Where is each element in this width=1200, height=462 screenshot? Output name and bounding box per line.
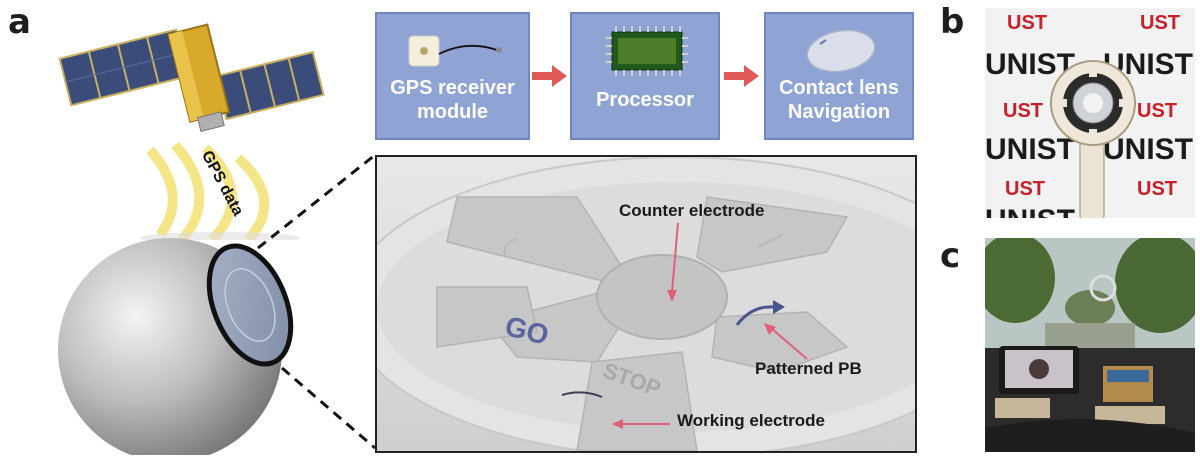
counter-electrode-shape — [596, 254, 728, 340]
counter-electrode-label: Counter electrode — [619, 201, 765, 220]
panel-label-c: c — [940, 236, 961, 276]
ust-logo-3: UST — [1003, 100, 1043, 122]
eyeball-illustration — [58, 238, 294, 455]
processor-box: Processor — [570, 12, 720, 140]
ust-logo-2: UST — [1140, 12, 1180, 34]
contact-lens-icon — [806, 29, 876, 73]
photo-b-lens-holder: UST UST UNIST UNIST UST UST UNIST UNIST … — [985, 8, 1195, 218]
unist-logo-2: UNIST — [985, 133, 1075, 166]
contact-lens-navigation-box: Contact lens Navigation — [764, 12, 914, 140]
flow-arrow-2 — [724, 65, 759, 87]
unist-logo-2b: UNIST — [1103, 133, 1193, 166]
gps-receiver-label-line2: module — [416, 101, 489, 123]
gps-receiver-label-line1: GPS receiver — [390, 77, 515, 99]
ust-logo-1: UST — [1007, 12, 1047, 34]
contact-lens-label-line2: Navigation — [787, 101, 891, 123]
patterned-pb-label: Patterned PB — [755, 359, 862, 378]
ust-logo-5: UST — [1005, 178, 1045, 200]
processor-label: Processor — [596, 89, 694, 111]
photo-c-dashboard-test — [985, 238, 1195, 452]
lens-electrode-drawing — [377, 157, 915, 451]
panel-label-b: b — [940, 2, 965, 42]
satellite-body — [167, 23, 231, 132]
ust-logo-4: UST — [1137, 100, 1177, 122]
gps-signal-waves — [140, 141, 300, 240]
flow-arrow-1 — [532, 65, 567, 87]
working-electrode-label: Working electrode — [677, 411, 825, 430]
lens-zoom-panel: GO STOP Counter electrode Patterned PB W… — [375, 155, 917, 453]
gps-receiver-chip-icon — [408, 35, 502, 67]
lens-holder-device — [1050, 60, 1136, 218]
ust-logo-6: UST — [1137, 178, 1177, 200]
dashboard-scene — [985, 238, 1195, 452]
gps-receiver-box: GPS receiver module — [375, 12, 530, 140]
unist-logo-3: UNIST — [985, 204, 1075, 218]
panel-label-a: a — [8, 2, 31, 42]
satellite-illustration — [58, 23, 325, 132]
contact-lens-label-line1: Contact lens — [778, 77, 900, 99]
processor-chip-icon — [606, 26, 688, 76]
